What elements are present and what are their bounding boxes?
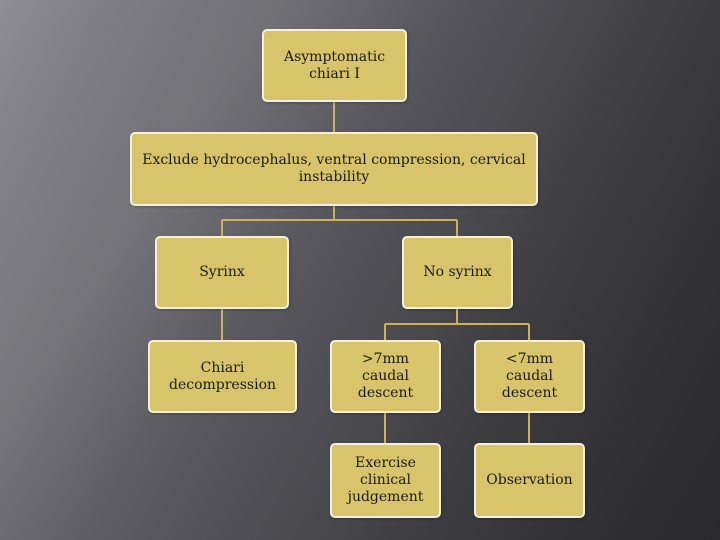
node-exercise-judgement-label: Exercise clinical judgement <box>347 455 424 505</box>
node-gt7mm-descent-label: >7mm caudal descent <box>357 351 414 401</box>
node-chiari-decompression-label: Chiari decompression <box>168 359 277 393</box>
node-no-syrinx-label: No syrinx <box>423 264 492 280</box>
node-lt7mm-descent-label: <7mm caudal descent <box>501 351 558 401</box>
node-asymptomatic-chiari-label: Asymptomatic chiari I <box>283 48 386 82</box>
node-exclude-conditions: Exclude hydrocephalus, ventral compressi… <box>130 132 538 206</box>
node-chiari-decompression: Chiari decompression <box>148 340 297 413</box>
node-syrinx-label: Syrinx <box>199 264 245 280</box>
node-observation-label: Observation <box>486 472 573 488</box>
node-exercise-judgement: Exercise clinical judgement <box>330 443 441 518</box>
node-gt7mm-descent: >7mm caudal descent <box>330 340 441 413</box>
node-exclude-conditions-label: Exclude hydrocephalus, ventral compressi… <box>142 152 526 185</box>
node-no-syrinx: No syrinx <box>402 236 513 309</box>
node-asymptomatic-chiari: Asymptomatic chiari I <box>262 29 407 102</box>
node-syrinx: Syrinx <box>155 236 289 309</box>
node-observation: Observation <box>474 443 585 518</box>
node-lt7mm-descent: <7mm caudal descent <box>474 340 585 413</box>
